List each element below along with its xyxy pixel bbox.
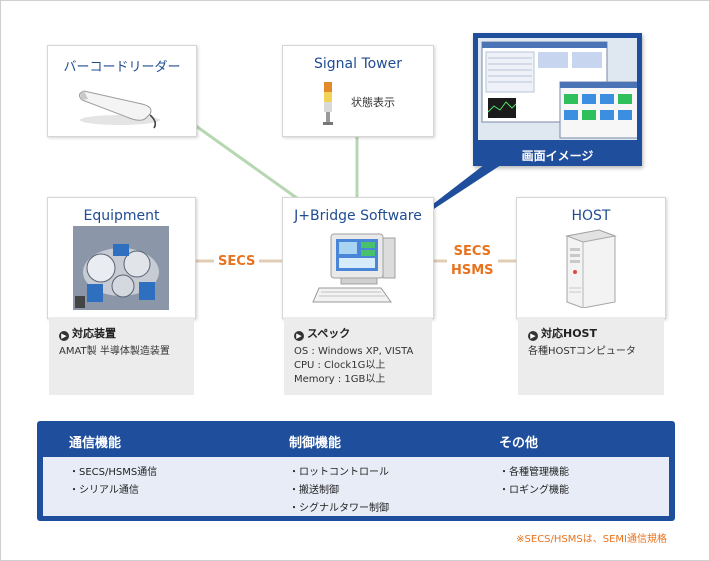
circle-arrow-icon: ▶: [294, 331, 304, 341]
jbridge-card: J+Bridge Software: [282, 197, 434, 319]
circle-arrow-icon: ▶: [59, 331, 69, 341]
screenshot-thumbnail-icon: [478, 38, 637, 140]
feature-title-control: 制御機能: [289, 436, 342, 451]
connection-label-hsms: HSMS: [451, 263, 494, 278]
equipment-photo-icon: [73, 226, 169, 310]
equipment-info-heading: 対応装置: [72, 327, 116, 340]
equipment-title: Equipment: [83, 208, 160, 224]
jbridge-spec-info: ▶スペック OS : Windows XP, VISTA CPU : Clock…: [284, 317, 432, 395]
signal-tower-icon: [323, 82, 333, 125]
connection-label-equipment-jbridge: SECS: [214, 252, 260, 271]
barcode-reader-icon: [78, 90, 160, 129]
equipment-info: ▶対応装置 AMAT製 半導体製造装置: [49, 317, 194, 395]
signal-tower-card: Signal Tower 状態表示: [282, 45, 434, 137]
feature-item: ・各種管理機能: [499, 467, 569, 478]
screen-image-caption: 画面イメージ: [521, 149, 594, 163]
feature-item: ・ロットコントロール: [289, 467, 389, 478]
feature-item: ・シグナルタワー制御: [289, 503, 389, 514]
signal-tower-caption: 状態表示: [351, 96, 395, 109]
connection-label-secs: SECS: [453, 244, 491, 259]
host-info: ▶対応HOST 各種HOSTコンピュータ: [518, 317, 664, 395]
line-barcode-to-jbridge: [195, 124, 302, 203]
host-info-heading: 対応HOST: [541, 327, 597, 340]
signal-tower-title: Signal Tower: [313, 56, 402, 72]
feature-title-other: その他: [499, 436, 539, 451]
feature-item: ・SECS/HSMS通信: [69, 467, 158, 478]
connection-label-jbridge-host: SECS HSMS: [447, 242, 498, 280]
equipment-card: Equipment: [47, 197, 196, 319]
features-panel: 通信機能 制御機能 その他 ・SECS/HSMS通信 ・シリアル通信 ・ロットコ…: [37, 421, 675, 521]
host-title: HOST: [571, 208, 611, 224]
host-card: HOST: [516, 197, 666, 319]
features-list-area: ・SECS/HSMS通信 ・シリアル通信 ・ロットコントロール ・搬送制御 ・シ…: [43, 457, 669, 516]
feature-title-communication: 通信機能: [69, 436, 122, 451]
jbridge-title: J+Bridge Software: [294, 208, 422, 224]
screen-image-panel: 画面イメージ: [473, 33, 642, 166]
equipment-info-line: AMAT製 半導体製造装置: [59, 346, 170, 357]
circle-arrow-icon: ▶: [528, 331, 538, 341]
spec-os: OS : Windows XP, VISTA: [294, 346, 414, 357]
feature-item: ・ロギング機能: [499, 485, 569, 496]
footnote: ※SECS/HSMSは、SEMI通信規格: [516, 534, 667, 545]
feature-item: ・搬送制御: [289, 485, 339, 496]
barcode-reader-title: バーコードリーダー: [63, 60, 181, 75]
spec-cpu: CPU : Clock1G以上: [294, 360, 386, 371]
barcode-reader-card: バーコードリーダー: [47, 45, 197, 137]
jbridge-spec-heading: スペック: [307, 327, 351, 340]
host-info-line: 各種HOSTコンピュータ: [528, 346, 636, 357]
desktop-computer-icon: [312, 233, 396, 303]
server-tower-icon: [565, 229, 617, 308]
spec-memory: Memory : 1GB以上: [294, 374, 386, 385]
feature-item: ・シリアル通信: [69, 485, 139, 496]
